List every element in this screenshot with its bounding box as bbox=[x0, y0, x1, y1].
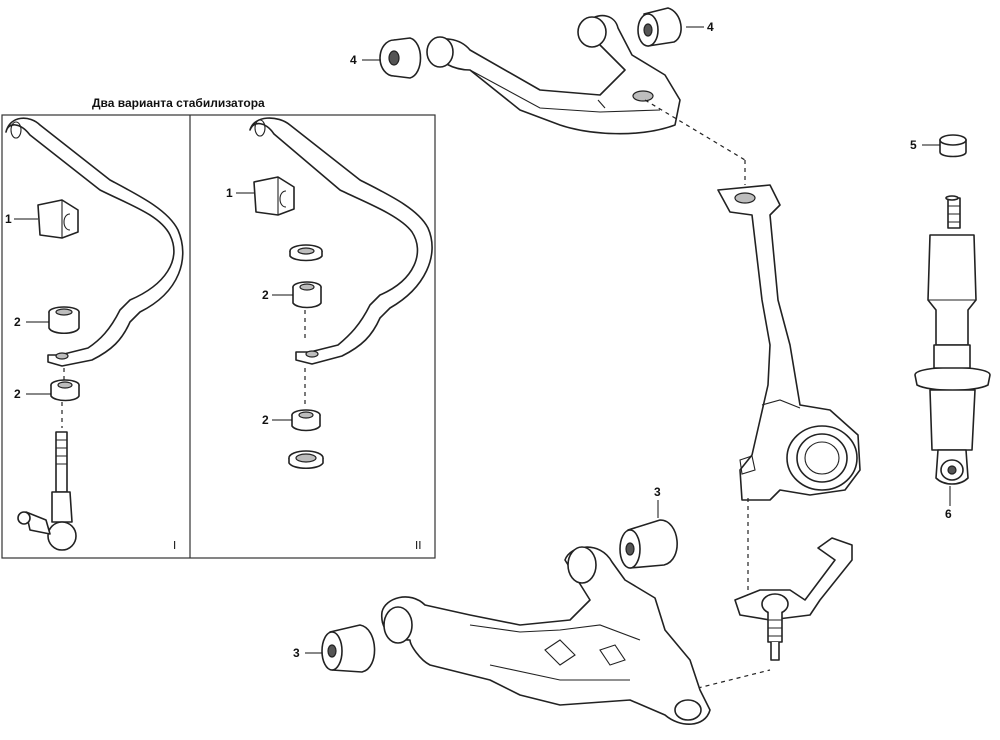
bushing-1-variant-2 bbox=[253, 176, 295, 216]
bushing-3-lower bbox=[321, 624, 376, 673]
bushing-2b-variant-2 bbox=[291, 409, 321, 432]
callout-4-left: 4 bbox=[350, 53, 357, 67]
leader-lines bbox=[14, 26, 951, 654]
bushing-3-upper bbox=[619, 519, 678, 569]
callout-2b-variant-1: 2 bbox=[14, 387, 21, 401]
upper-control-arm bbox=[426, 14, 681, 135]
callout-1-variant-1: 1 bbox=[5, 212, 12, 226]
lower-control-arm bbox=[381, 546, 711, 725]
bushing-4-right bbox=[637, 7, 682, 47]
callout-5: 5 bbox=[910, 138, 917, 152]
washer-top-variant-2 bbox=[289, 244, 323, 262]
callout-3-upper: 3 bbox=[654, 485, 661, 499]
bushing-1-variant-1 bbox=[37, 199, 79, 239]
steering-knuckle bbox=[717, 184, 861, 501]
diagram-title: Два варианта стабилизатора bbox=[92, 96, 265, 110]
stabilizer-variants-frame bbox=[1, 114, 436, 559]
stabilizer-link-variant-1 bbox=[17, 431, 77, 551]
ball-joint bbox=[734, 537, 853, 661]
callout-2b-variant-2: 2 bbox=[262, 413, 269, 427]
stabilizer-bar-variant-2 bbox=[249, 117, 433, 365]
variant-label-2: II bbox=[415, 539, 422, 552]
stabilizer-bar-variant-1 bbox=[5, 117, 184, 367]
bushing-2a-variant-1 bbox=[48, 306, 80, 335]
callout-1-variant-2: 1 bbox=[226, 186, 233, 200]
shock-absorber bbox=[914, 134, 991, 485]
callout-4-right: 4 bbox=[707, 20, 714, 34]
callout-6: 6 bbox=[945, 507, 952, 521]
callout-3-lower: 3 bbox=[293, 646, 300, 660]
callout-2a-variant-2: 2 bbox=[262, 288, 269, 302]
bushing-2a-variant-2 bbox=[292, 281, 322, 309]
variant-label-1: I bbox=[173, 539, 177, 552]
callout-2a-variant-1: 2 bbox=[14, 315, 21, 329]
washer-bottom-variant-2 bbox=[288, 450, 324, 470]
bushing-4-left bbox=[379, 37, 422, 79]
bushing-2b-variant-1 bbox=[50, 379, 80, 402]
